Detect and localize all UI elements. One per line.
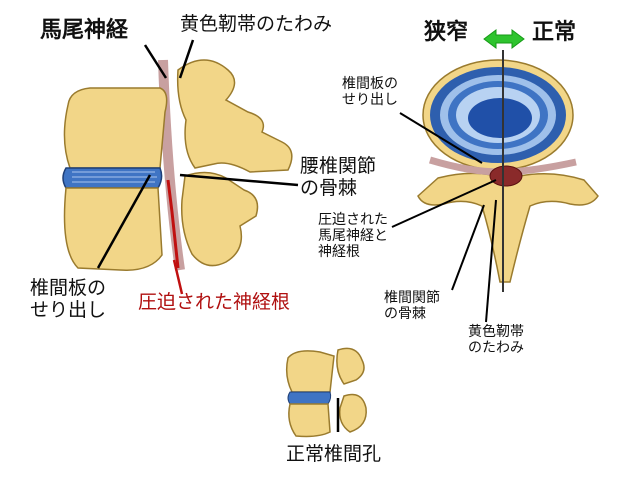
normal-lower-body	[288, 403, 331, 438]
lower-vertebral-body	[63, 187, 163, 271]
pointer-compressed-root	[172, 259, 184, 295]
pointer-disc-left	[96, 174, 152, 269]
lower-posterior-elements	[180, 171, 259, 267]
normal-upper-body	[285, 350, 335, 393]
compressed-root-marker	[166, 179, 180, 269]
compare-arrow-icon	[483, 29, 525, 49]
upper-vertebral-body	[63, 87, 168, 169]
label-compressed-root: 圧迫された神経根	[138, 291, 291, 313]
sagittal-spine-illustration	[62, 39, 299, 295]
pointer-compressed-cauda	[391, 179, 497, 228]
label-ligamentum-flavum-top: 黄色靭帯のたわみ	[180, 13, 333, 35]
axial-posterior-elements	[417, 172, 599, 283]
label-disc-herniation-left: 椎間板の せり出し	[30, 277, 107, 321]
pointer-flavum-axial	[485, 199, 497, 323]
axial-view-illustration	[391, 29, 599, 323]
normal-lower-posterior	[338, 393, 367, 433]
upper-posterior-elements	[176, 59, 293, 173]
label-disc-herniation-right: 椎間板の せり出し	[342, 76, 398, 109]
pointer-facet-axial	[451, 204, 485, 291]
label-ligamentum-flavum-axial: 黄色靭帯 のたわみ	[468, 324, 524, 357]
label-cauda-equina: 馬尾神経	[40, 18, 129, 43]
pointer-cauda	[143, 44, 168, 79]
disc-rings	[72, 171, 157, 183]
label-normal-foramen: 正常椎間孔	[286, 443, 382, 465]
normal-foramen-illustration	[285, 347, 367, 438]
label-normal: 正常	[532, 20, 577, 45]
compressed-dural-sac	[489, 165, 523, 187]
intervertebral-disc	[62, 167, 163, 189]
axial-nucleus	[468, 98, 532, 138]
cauda-equina-bundle	[158, 59, 185, 271]
pointer-facet-side	[179, 173, 299, 187]
pointer-disc-right	[399, 112, 483, 164]
normal-upper-posterior	[336, 347, 365, 385]
label-facet-osteophyte-side: 腰椎関節 の骨棘	[300, 155, 377, 199]
normal-disc	[287, 391, 332, 405]
pointer-flavum-top	[178, 39, 195, 79]
label-compressed-cauda: 圧迫された 馬尾神経と 神経根	[318, 212, 388, 261]
label-narrow: 狭窄	[424, 20, 469, 45]
label-facet-osteophyte-axial: 椎間関節 の骨棘	[384, 290, 440, 323]
